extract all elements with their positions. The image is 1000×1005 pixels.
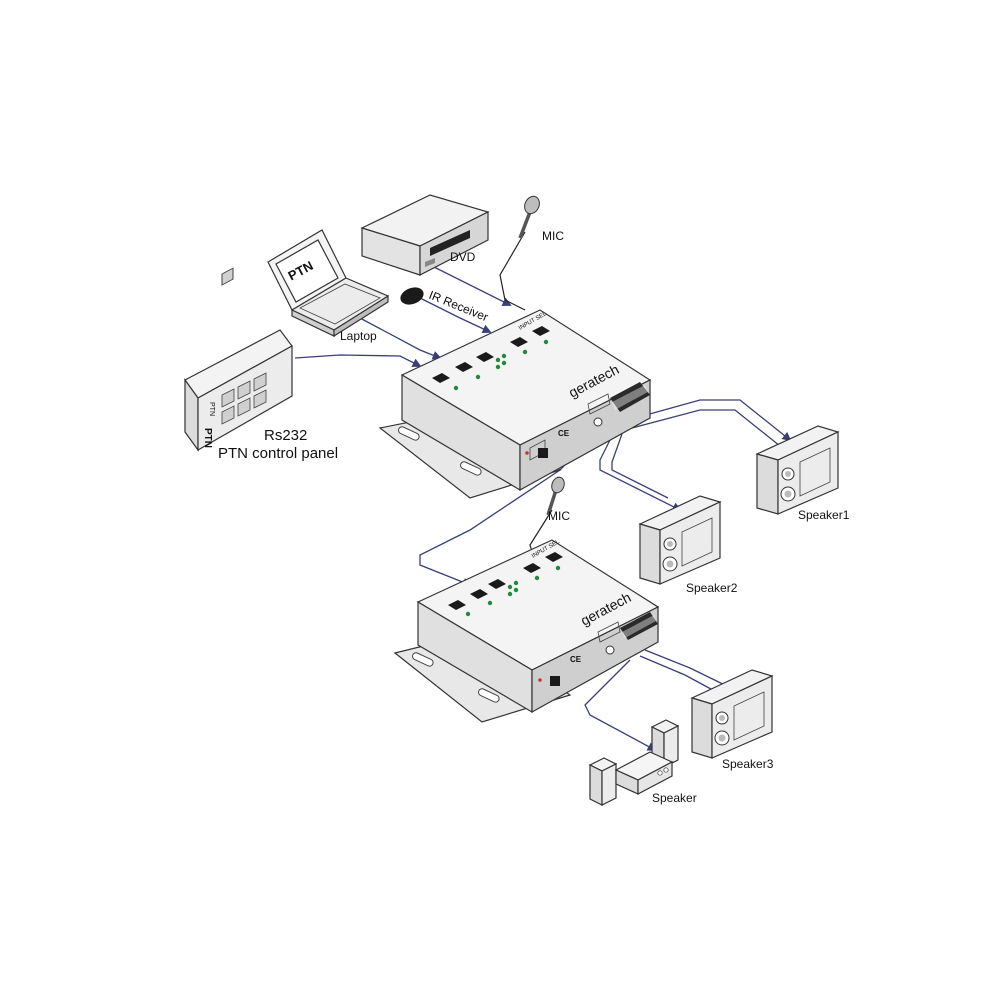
cable-speaker1-b	[631, 409, 786, 451]
cable-dvd	[429, 264, 512, 306]
speaker3-label: Speaker3	[722, 757, 774, 771]
mic-bottom-label: MIC	[548, 509, 570, 523]
control-panel-buttons	[221, 267, 234, 286]
cable-speaker2-b	[611, 433, 669, 499]
cable-speaker1-a	[627, 399, 792, 442]
amplifier-top: INPUT SEL geratech CE	[378, 309, 652, 499]
control-panel-label: PTN control panel	[218, 445, 338, 462]
mic-top: MIC	[518, 195, 564, 243]
cable-speaker-hifi	[584, 659, 657, 751]
cable-ir	[419, 297, 492, 334]
amplifier-top-controls	[432, 326, 550, 391]
speaker2: Speaker2	[638, 495, 738, 595]
speaker3: Speaker3	[690, 669, 774, 771]
cables	[294, 231, 792, 751]
speaker-hifi: Speaker	[588, 719, 697, 806]
speaker-hifi-label: Speaker	[652, 791, 697, 805]
cable-speaker3-a	[644, 649, 737, 691]
cable-mic-top	[499, 231, 526, 311]
dvd-label: DVD	[450, 250, 476, 264]
ir-receiver: IR Receiver	[400, 287, 490, 324]
speaker2-label: Speaker2	[686, 581, 738, 595]
dvd-player: DVD	[360, 194, 490, 276]
cable-laptop	[359, 317, 442, 360]
speaker1: Speaker1	[755, 425, 850, 522]
control-panel: PTN PTN Rs232 PTN control panel	[184, 267, 338, 462]
rs232-label: Rs232	[264, 427, 307, 444]
cable-speaker2-a	[599, 429, 682, 511]
amplifier-bottom-controls	[448, 552, 563, 617]
mic-top-label: MIC	[542, 229, 564, 243]
amplifier-top-ce: CE	[558, 429, 570, 438]
laptop-label: Laptop	[340, 329, 377, 343]
laptop: PTN Laptop	[267, 229, 390, 343]
speaker1-label: Speaker1	[798, 508, 850, 522]
amplifier-bottom-ce: CE	[570, 655, 582, 664]
control-panel-text-2: PTN	[202, 428, 213, 448]
mic-bottom: MIC	[546, 476, 570, 523]
amplifier-bottom: INPUT SEL geratech CE	[393, 539, 660, 723]
control-panel-text-1: PTN	[208, 402, 215, 416]
cable-speaker3-b	[639, 655, 723, 696]
cable-control-panel	[294, 354, 422, 367]
